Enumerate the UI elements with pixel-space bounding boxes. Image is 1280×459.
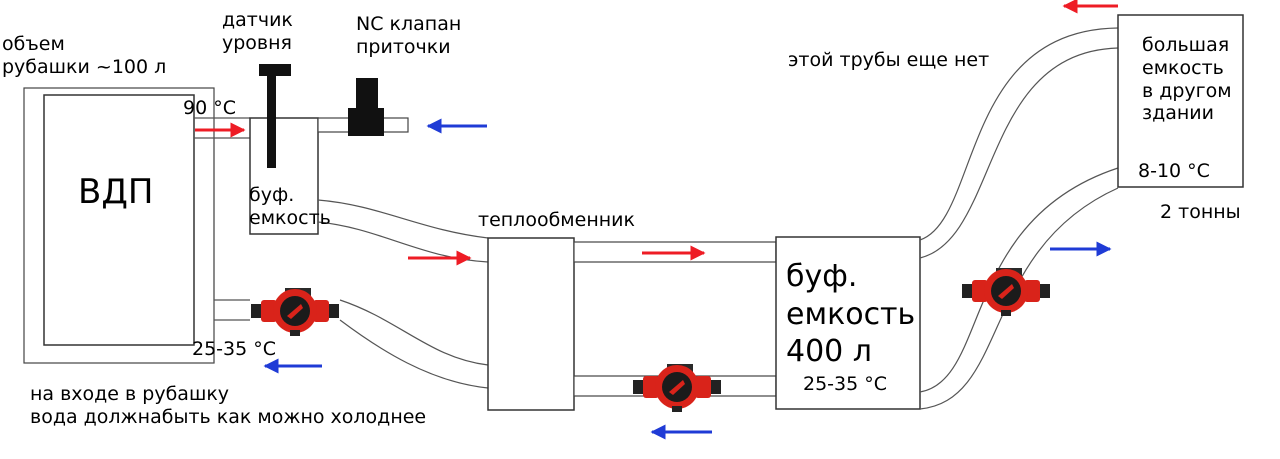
small-buffer-label: буф. емкость (249, 184, 331, 229)
level-sensor-icon (259, 64, 291, 168)
jacket-pipes (194, 117, 250, 363)
flow-arrows (195, 0, 1118, 440)
remote-big-tank (1117, 14, 1244, 188)
solenoid-valve-icon (348, 78, 384, 136)
heat-exchanger (487, 237, 575, 411)
big-buffer-label: буф. емкость 400 л (786, 259, 916, 369)
vdp-jacket (23, 87, 215, 364)
circulation-pump-icon (251, 288, 339, 336)
no-pipe-note: этой трубы еще нет (788, 49, 990, 71)
temp-90-label: 90 °C (183, 97, 236, 119)
inlet-note-label: на входе в рубашку вода должнабыть как м… (30, 383, 427, 428)
remote-tank-label: большая емкость в другом здании (1142, 34, 1232, 125)
temp-left-label: 25-35 °C (192, 338, 277, 360)
vdp-label: ВДП (78, 172, 154, 212)
temp-right-label: 25-35 °C (803, 373, 888, 395)
small-buffer-tank (249, 117, 319, 235)
tank-capacity-label: 2 тонны (1160, 201, 1241, 223)
remote-tank-pipes (919, 27, 1119, 410)
circulation-pump-icon (633, 364, 721, 412)
circulation-pump-icon (962, 268, 1050, 316)
pump-return-pipes (339, 299, 489, 389)
buffer-to-exchanger-pipes (317, 199, 489, 263)
temp-cold-label: 8-10 °C (1138, 160, 1210, 182)
nc-valve-label: NC клапан приточки (356, 13, 462, 58)
heat-exchanger-label: теплообменник (478, 209, 635, 231)
vdp-inner (43, 94, 195, 346)
big-buffer-tank (775, 236, 921, 410)
level-sensor-label: датчик уровня (222, 9, 293, 54)
jacket-volume-label: объем рубашки ~100 л (2, 33, 167, 78)
